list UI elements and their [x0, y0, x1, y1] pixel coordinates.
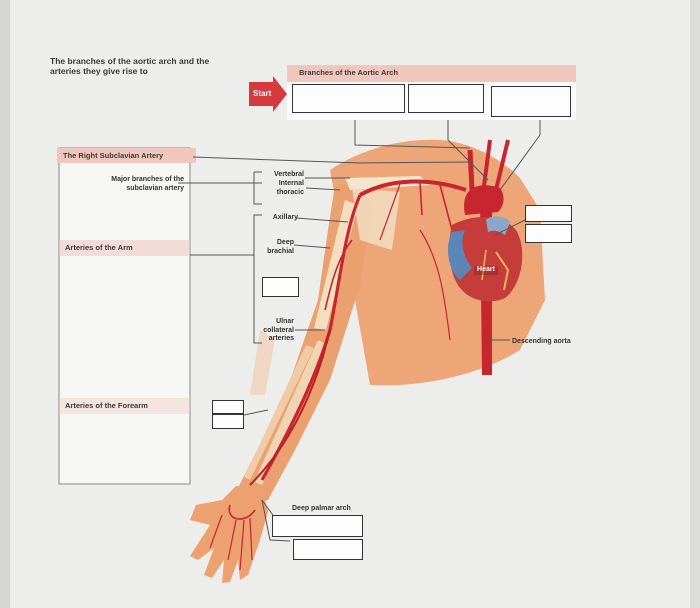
- descending-aorta-label: Descending aorta: [512, 338, 571, 345]
- answer-box-arch-3[interactable]: [491, 86, 571, 117]
- hand-shape: [190, 486, 268, 583]
- heart-label: Heart: [474, 266, 498, 275]
- heart-shape: [449, 216, 523, 302]
- major-branches-label: Major branches of the subclavian artery: [111, 176, 184, 192]
- subclavian-header: The Right Subclavian Artery: [63, 151, 164, 160]
- forearm-header: Arteries of the Forearm: [65, 401, 148, 410]
- answer-box-palm-2[interactable]: [293, 539, 363, 560]
- start-button[interactable]: Start: [249, 85, 276, 103]
- answer-box-heart-2[interactable]: [525, 224, 572, 243]
- answer-box-palm-1[interactable]: [272, 515, 363, 537]
- deep-brachial-label: Deep brachial: [267, 239, 294, 255]
- deep-palmar-arch-label: Deep palmar arch: [292, 505, 351, 512]
- internal-thoracic-label: Internal thoracic: [276, 180, 304, 196]
- answer-box-arch-2[interactable]: [408, 84, 484, 113]
- ulnar-collateral-label: Ulnar collateral arteries: [263, 318, 294, 342]
- page-heading: The branches of the aortic arch and the …: [50, 56, 210, 76]
- answer-box-forearm-2[interactable]: [212, 414, 244, 429]
- arm-header: Arteries of the Arm: [65, 243, 133, 252]
- vertebral-label: Vertebral: [274, 171, 304, 178]
- answer-box-arm[interactable]: [262, 277, 299, 297]
- answer-box-arch-1[interactable]: [292, 84, 405, 113]
- answer-box-forearm-1[interactable]: [212, 400, 244, 414]
- answer-box-heart-1[interactable]: [525, 205, 572, 222]
- axillary-label: Axillary: [272, 214, 298, 221]
- aortic-arch-header: Branches of the Aortic Arch: [299, 68, 399, 77]
